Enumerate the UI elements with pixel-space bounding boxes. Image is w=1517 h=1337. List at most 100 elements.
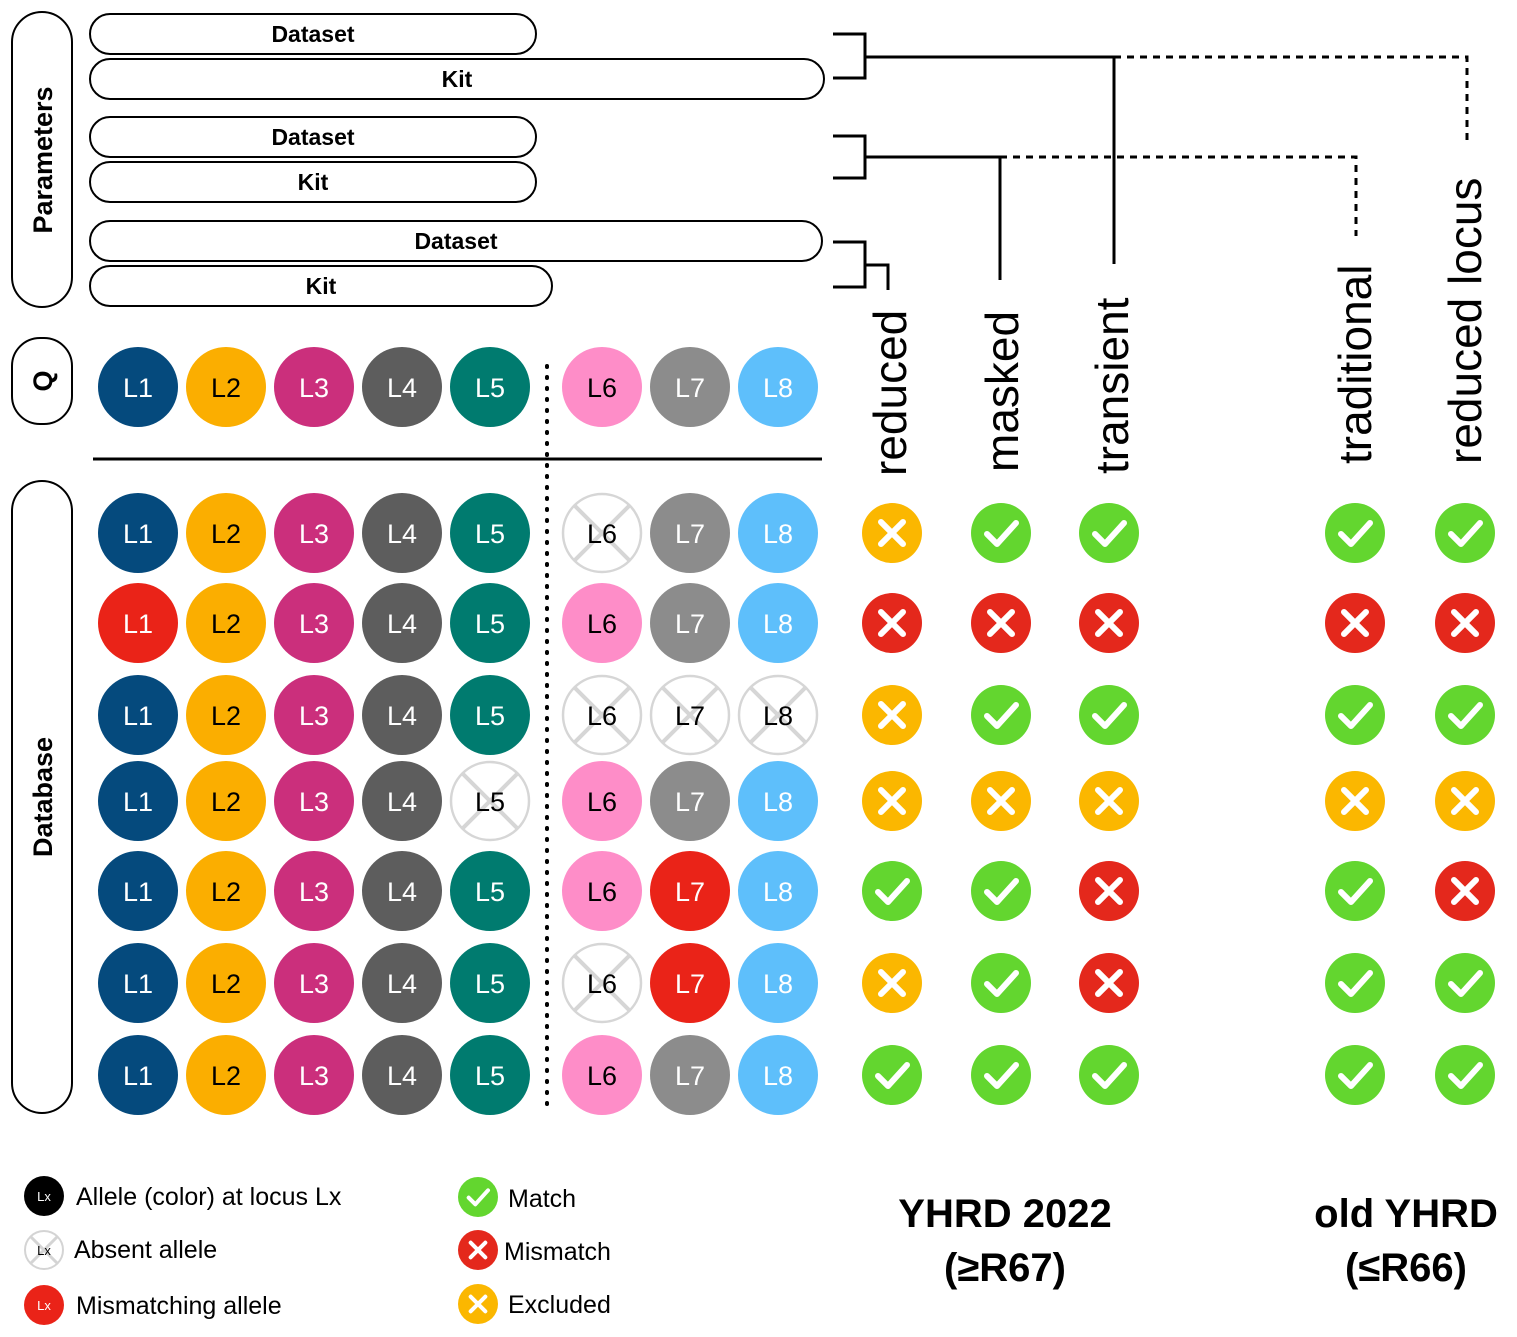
status-row-2-mismatch-icon [1435, 593, 1495, 653]
status-row-6-excluded-icon-x [878, 969, 906, 997]
parameters-side-label: Parameters [28, 86, 58, 233]
db-row-2-locus-l6: L6 [562, 583, 642, 663]
db-row-5-locus-l5: L5 [450, 851, 530, 931]
db-row-3-locus-l1-circle [98, 675, 178, 755]
db-row-6-locus-l4-circle [362, 943, 442, 1023]
db-row-1-locus-l3-label: L3 [299, 519, 329, 549]
status-row-4-excluded-icon-x [1095, 787, 1123, 815]
db-row-3-locus-l6-label: L6 [587, 701, 617, 731]
db-row-6-locus-l7-label: L7 [675, 969, 705, 999]
status-row-3-match-icon-circle [1435, 685, 1495, 745]
group-new-title: YHRD 2022 [898, 1192, 1111, 1236]
db-row-7-locus-l8-circle [738, 1035, 818, 1115]
status-row-3-match-icon [971, 685, 1031, 745]
db-row-1-locus-l5-circle [450, 493, 530, 573]
legend-mismatch-icon [458, 1230, 498, 1270]
status-row-2-mismatch-icon-x [878, 609, 906, 637]
db-row-4-locus-l7-label: L7 [675, 787, 705, 817]
status-row-6-match-icon [1435, 953, 1495, 1013]
db-row-5-locus-l8-circle [738, 851, 818, 931]
db-row-1-locus-l8-label: L8 [763, 519, 793, 549]
db-row-4-locus-l3-circle [274, 761, 354, 841]
db-row-1-locus-l2-circle [186, 493, 266, 573]
db-row-7-locus-l3-circle [274, 1035, 354, 1115]
legend-allele-icon-text: Lx [37, 1189, 51, 1204]
kit-pill-2-label: Kit [298, 169, 329, 195]
db-row-1-locus-l5-label: L5 [475, 519, 505, 549]
db-row-6-locus-l5-circle [450, 943, 530, 1023]
db-row-4-locus-l3-label: L3 [299, 787, 329, 817]
db-row-2-locus-l7-circle [650, 583, 730, 663]
db-row-7-locus-l1-label: L1 [123, 1061, 153, 1091]
legend-mismatching-label: Mismatching allele [76, 1292, 282, 1320]
status-row-6-match-icon-check [1448, 970, 1483, 997]
group-titles: YHRD 2022 (≥R67) old YHRD (≤R66) [898, 1192, 1498, 1290]
query-locus-l1-circle [98, 347, 178, 427]
status-row-1-match-icon [971, 503, 1031, 563]
db-row-3-locus-l7-cross-b [661, 686, 719, 744]
status-row-2-mismatch-icon-x [1095, 609, 1123, 637]
db-row-5-locus-l3: L3 [274, 851, 354, 931]
db-row-5-locus-l2-label: L2 [211, 877, 241, 907]
query-locus-l6-label: L6 [587, 373, 617, 403]
legend-allele-label: Allele (color) at locus Lx [76, 1183, 342, 1211]
db-row-3-locus-l2: L2 [186, 675, 266, 755]
db-row-2-locus-l4-label: L4 [387, 609, 417, 639]
legend-excluded-icon [458, 1284, 498, 1324]
dataset-pill-3-label: Dataset [414, 228, 497, 254]
query-locus-l6: L6 [562, 347, 642, 427]
db-row-6-locus-l8-label: L8 [763, 969, 793, 999]
db-row-4-locus-l8-label: L8 [763, 787, 793, 817]
db-row-2-locus-l8: L8 [738, 583, 818, 663]
db-row-6-locus-l6-label: L6 [587, 969, 617, 999]
db-row-3-locus-l8-cross-b [749, 686, 807, 744]
group-old-subtitle: (≤R66) [1345, 1246, 1467, 1290]
status-row-6-match-icon [1325, 953, 1385, 1013]
status-row-1-match-icon-circle [971, 503, 1031, 563]
status-row-4-excluded-icon-x [1451, 787, 1479, 815]
query-locus-l6-circle [562, 347, 642, 427]
db-row-3-locus-l2-circle [186, 675, 266, 755]
status-row-1-match-icon-check [1092, 520, 1127, 547]
db-row-3-locus-l4: L4 [362, 675, 442, 755]
db-row-2-locus-l6-circle [562, 583, 642, 663]
status-row-3-excluded-icon [862, 685, 922, 745]
status-row-2-mismatch-icon-x [1341, 609, 1369, 637]
db-row-1-locus-l8-circle [738, 493, 818, 573]
db-row-7-locus-l2: L2 [186, 1035, 266, 1115]
db-row-2-locus-l8-label: L8 [763, 609, 793, 639]
query-locus-l3-label: L3 [299, 373, 329, 403]
legend-mismatching: Lx Mismatching allele [24, 1285, 282, 1325]
status-row-6-match-icon-check [984, 970, 1019, 997]
db-row-5-locus-l6-circle [562, 851, 642, 931]
legend-allele-icon [24, 1176, 64, 1216]
status-row-2-mismatch-icon-x [1451, 609, 1479, 637]
method-label-reduced: reduced [864, 310, 916, 476]
db-row-6-locus-l3: L3 [274, 943, 354, 1023]
db-row-6-locus-l1-label: L1 [123, 969, 153, 999]
legend-allele: Lx Allele (color) at locus Lx [24, 1176, 342, 1216]
db-row-7-locus-l5-label: L5 [475, 1061, 505, 1091]
connector-lines [833, 32, 1469, 290]
db-row-6-locus-l6: L6 [561, 942, 643, 1024]
legend-match-icon [458, 1177, 498, 1217]
db-row-5-locus-l8: L8 [738, 851, 818, 931]
db-row-5-locus-l2-circle [186, 851, 266, 931]
db-row-3-locus-l1-label: L1 [123, 701, 153, 731]
db-row-3-locus-l3-label: L3 [299, 701, 329, 731]
query-locus-l1: L1 [98, 347, 178, 427]
query-locus-l8-circle [738, 347, 818, 427]
db-row-5-locus-l7: L7 [650, 851, 730, 931]
status-row-5-mismatch-icon [1435, 861, 1495, 921]
db-row-4-locus-l8-circle [738, 761, 818, 841]
status-row-4-excluded-icon [971, 771, 1031, 831]
legend-excluded-label: Excluded [508, 1291, 611, 1319]
db-row-4-locus-l1-label: L1 [123, 787, 153, 817]
db-row-4-locus-l8: L8 [738, 761, 818, 841]
legend-absent: Lx Absent allele [24, 1230, 217, 1270]
status-row-7-match-icon-check [1092, 1062, 1127, 1089]
bracket-3 [833, 240, 867, 289]
db-row-7-locus-l2-label: L2 [211, 1061, 241, 1091]
